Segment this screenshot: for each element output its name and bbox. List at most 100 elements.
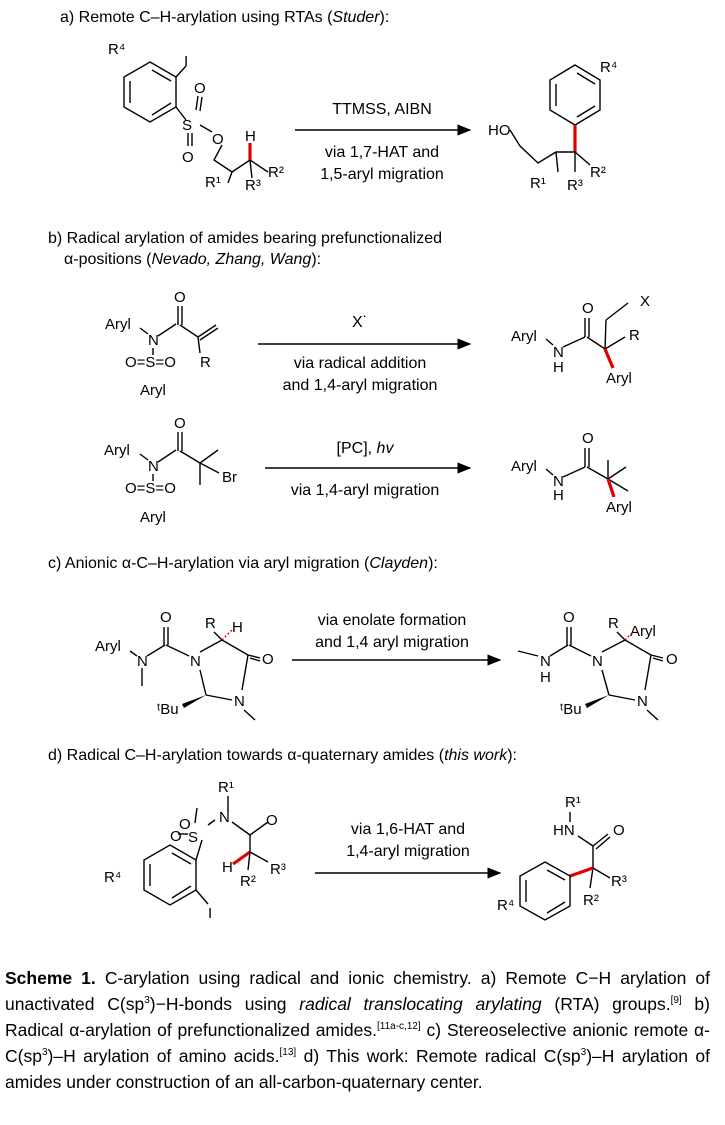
- svg-text:O: O: [170, 828, 182, 845]
- svg-text:O=S=O: O=S=O: [125, 354, 176, 371]
- svg-text:Aryl: Aryl: [105, 316, 131, 333]
- svg-text:O: O: [266, 812, 278, 829]
- svg-text:R³: R³: [611, 873, 627, 890]
- svg-text:Aryl: Aryl: [104, 442, 130, 459]
- svg-text:O=S=O: O=S=O: [125, 480, 176, 497]
- svg-text:R: R: [205, 615, 216, 632]
- svg-text:HO: HO: [488, 122, 511, 139]
- svg-text:R³: R³: [245, 177, 261, 194]
- svg-text:Aryl: Aryl: [630, 623, 656, 640]
- svg-text:R: R: [629, 327, 640, 344]
- conditions-b1-line1: via radical addition: [294, 355, 427, 372]
- citation-ref: [13]: [279, 1047, 297, 1059]
- conditions-a-line1: via 1,7-HAT and: [325, 144, 439, 161]
- section-a-starting-material: R⁴ I O S O O H R¹ R³ R²: [108, 41, 284, 194]
- svg-text:N: N: [637, 693, 648, 710]
- svg-text:ᵗBu: ᵗBu: [157, 701, 179, 718]
- svg-text:H: H: [232, 619, 243, 636]
- conditions-c-line2: and 1,4 aryl migration: [315, 634, 469, 651]
- svg-text:R²: R²: [240, 873, 256, 890]
- svg-text:R⁴: R⁴: [108, 41, 125, 58]
- svg-text:S: S: [188, 829, 198, 846]
- section-c-product: N H O N R Aryl O ᵗBu N: [517, 609, 678, 721]
- svg-text:ᵗBu: ᵗBu: [560, 701, 582, 718]
- svg-text:N: N: [219, 809, 230, 826]
- svg-text:Aryl: Aryl: [511, 328, 537, 345]
- svg-text:HN: HN: [553, 822, 575, 839]
- svg-text:Aryl: Aryl: [606, 370, 632, 387]
- svg-text:R³: R³: [270, 861, 286, 878]
- svg-text:R⁴: R⁴: [104, 869, 121, 886]
- section-b-row2-starting-material: Aryl N O Br O=S=O Aryl: [104, 415, 237, 526]
- svg-text:O: O: [613, 822, 625, 839]
- conditions-b2: via 1,4-aryl migration: [291, 482, 440, 499]
- svg-text:R²: R²: [268, 164, 284, 181]
- conditions-b1-line2: and 1,4-aryl migration: [283, 377, 438, 394]
- svg-text:X: X: [640, 293, 650, 310]
- svg-text:O: O: [174, 415, 186, 432]
- svg-text:H: H: [553, 487, 564, 504]
- svg-text:O: O: [262, 651, 274, 668]
- section-b-heading-line1: b) Radical arylation of amides bearing p…: [48, 230, 442, 247]
- svg-text:Aryl: Aryl: [140, 509, 166, 526]
- section-d-product: R¹ HN O R³ R² R⁴: [497, 794, 627, 921]
- svg-text:I: I: [184, 53, 188, 70]
- svg-text:O: O: [582, 430, 594, 447]
- svg-text:O: O: [160, 609, 172, 626]
- section-a-product: R⁴ HO R¹ R³ R²: [488, 59, 617, 194]
- conditions-c-line1: via enolate formation: [318, 612, 467, 629]
- svg-text:Br: Br: [222, 469, 237, 486]
- svg-text:R²: R²: [583, 892, 599, 909]
- svg-text:Aryl: Aryl: [140, 382, 166, 399]
- section-b-row1-starting-material: Aryl N O O=S=O R Aryl: [105, 289, 219, 399]
- svg-text:R²: R²: [590, 164, 606, 181]
- section-d-starting-material: R¹ O N S O O R⁴ H R³ R² I: [104, 779, 286, 922]
- reagents-a: TTMSS, AIBN: [332, 101, 432, 118]
- citation-ref: [11a-c,12]: [376, 1021, 421, 1033]
- svg-text:O: O: [212, 131, 224, 148]
- svg-text:O: O: [194, 80, 206, 97]
- svg-text:Aryl: Aryl: [606, 499, 632, 516]
- section-b-row2-product: Aryl N H O Aryl: [511, 430, 632, 516]
- reagents-b2: [PC], hv: [337, 440, 395, 457]
- svg-text:O: O: [174, 289, 186, 306]
- reagents-b1: X˙: [352, 314, 368, 331]
- svg-text:N: N: [540, 653, 551, 670]
- svg-text:Aryl: Aryl: [511, 458, 537, 475]
- conditions-d-line1: via 1,6-HAT and: [351, 821, 465, 838]
- conditions-a-line2: 1,5-aryl migration: [320, 166, 444, 183]
- svg-text:R⁴: R⁴: [497, 897, 514, 914]
- svg-text:N: N: [234, 693, 245, 710]
- svg-text:O: O: [666, 651, 678, 668]
- section-d-heading: d) Radical C–H-arylation towards α-quate…: [48, 747, 517, 764]
- conditions-d-line2: 1,4-aryl migration: [346, 843, 470, 860]
- svg-text:O: O: [582, 300, 594, 317]
- svg-text:R¹: R¹: [205, 174, 221, 191]
- svg-text:N: N: [553, 473, 564, 490]
- svg-text:O: O: [182, 149, 194, 166]
- svg-text:S: S: [182, 117, 192, 134]
- svg-text:N: N: [148, 458, 159, 475]
- svg-text:O: O: [179, 816, 191, 833]
- svg-text:N: N: [148, 332, 159, 349]
- svg-text:N: N: [553, 344, 564, 361]
- svg-text:H: H: [540, 669, 551, 686]
- section-b-heading-line2: α-positions (Nevado, Zhang, Wang):: [64, 251, 321, 268]
- svg-text:H: H: [245, 128, 256, 145]
- svg-text:H: H: [553, 359, 564, 376]
- svg-text:H: H: [222, 859, 233, 876]
- svg-text:R: R: [200, 354, 211, 371]
- svg-text:R⁴: R⁴: [600, 59, 617, 76]
- svg-text:R¹: R¹: [218, 779, 234, 796]
- section-b-row1-product: Aryl N H O X R Aryl: [511, 293, 650, 387]
- scheme-caption: Scheme 1. C-arylation using radical and …: [5, 968, 710, 1092]
- section-a-heading: a) Remote C–H-arylation using RTAs (Stud…: [60, 9, 389, 26]
- section-c-starting-material: Aryl N O N R H O ᵗBu N: [95, 609, 274, 721]
- svg-text:I: I: [208, 905, 212, 922]
- svg-text:N: N: [592, 653, 603, 670]
- svg-text:N: N: [137, 653, 148, 670]
- citation-ref: [9]: [670, 995, 682, 1007]
- svg-text:N: N: [190, 653, 201, 670]
- svg-text:R³: R³: [567, 177, 583, 194]
- svg-text:R¹: R¹: [530, 175, 546, 192]
